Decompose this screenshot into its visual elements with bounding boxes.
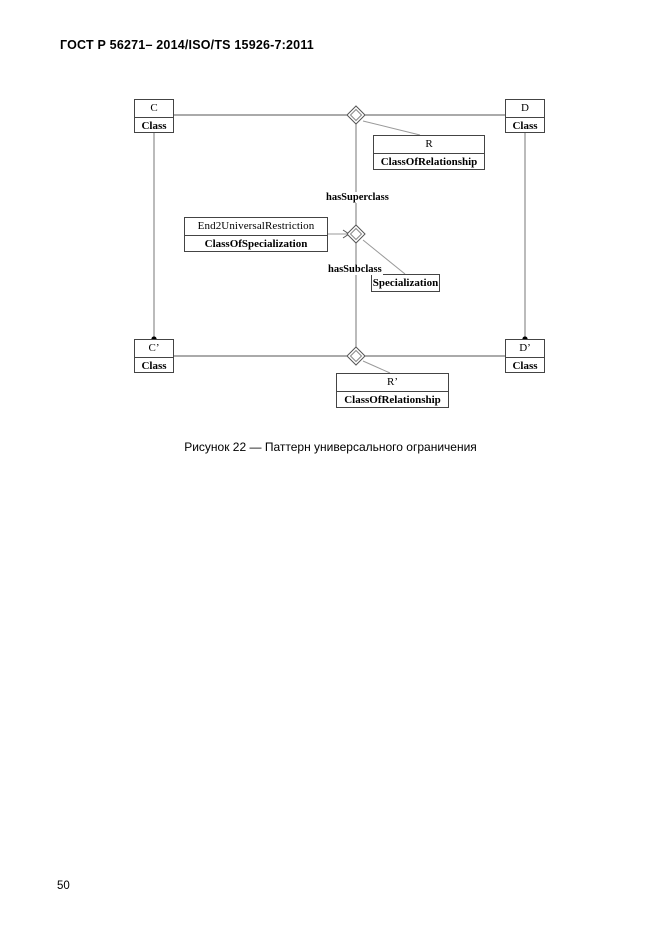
edge-label-has-subclass: hasSubclass [327, 264, 383, 275]
figure-22: C Class D Class C’ Class D’ Class R Clas… [0, 0, 661, 430]
uml-box-d: D Class [505, 99, 545, 133]
uml-box-d-prime-type: Class [512, 360, 538, 372]
diamond-middle [346, 224, 366, 244]
uml-box-c-type: Class [141, 120, 167, 132]
uml-box-r-prime-name: R’ [337, 374, 448, 392]
uml-box-r-type: ClassOfRelationship [380, 156, 478, 168]
uml-box-c-prime: C’ Class [134, 339, 174, 373]
uml-box-c: C Class [134, 99, 174, 133]
uml-box-end2-universal-restriction: End2UniversalRestriction ClassOfSpeciali… [184, 217, 328, 252]
edge-label-has-superclass: hasSuperclass [325, 192, 390, 203]
leader-top-diamond-to-r [362, 120, 421, 136]
uml-box-c-prime-name: C’ [135, 340, 173, 358]
uml-box-d-prime-name: D’ [506, 340, 544, 358]
uml-box-r-name: R [374, 136, 484, 154]
uml-box-r: R ClassOfRelationship [373, 135, 485, 170]
diamond-top [346, 105, 366, 125]
leader-mid-diamond-to-specialization [362, 239, 406, 275]
uml-box-d-name: D [506, 100, 544, 118]
figure-caption: Рисунок 22 — Паттерн универсального огра… [184, 440, 477, 454]
uml-box-d-prime: D’ Class [505, 339, 545, 373]
document-header: ГОСТ Р 56271– 2014/ISO/TS 15926-7:2011 [60, 38, 314, 52]
uml-box-d-type: Class [512, 120, 538, 132]
uml-box-r-prime: R’ ClassOfRelationship [336, 373, 449, 408]
uml-box-r-prime-type: ClassOfRelationship [344, 394, 441, 406]
figure-connectors [151, 105, 528, 374]
diamond-bottom [346, 346, 366, 366]
page-number: 50 [57, 880, 70, 892]
uml-box-c-name: C [135, 100, 173, 118]
uml-box-specialization: Specialization [371, 274, 440, 292]
uml-box-end2-universal-restriction-name: End2UniversalRestriction [185, 218, 327, 236]
leader-bottom-diamond-to-rprime [362, 360, 391, 374]
uml-box-c-prime-type: Class [141, 360, 167, 372]
uml-box-end2-universal-restriction-type: ClassOfSpecialization [204, 238, 308, 250]
